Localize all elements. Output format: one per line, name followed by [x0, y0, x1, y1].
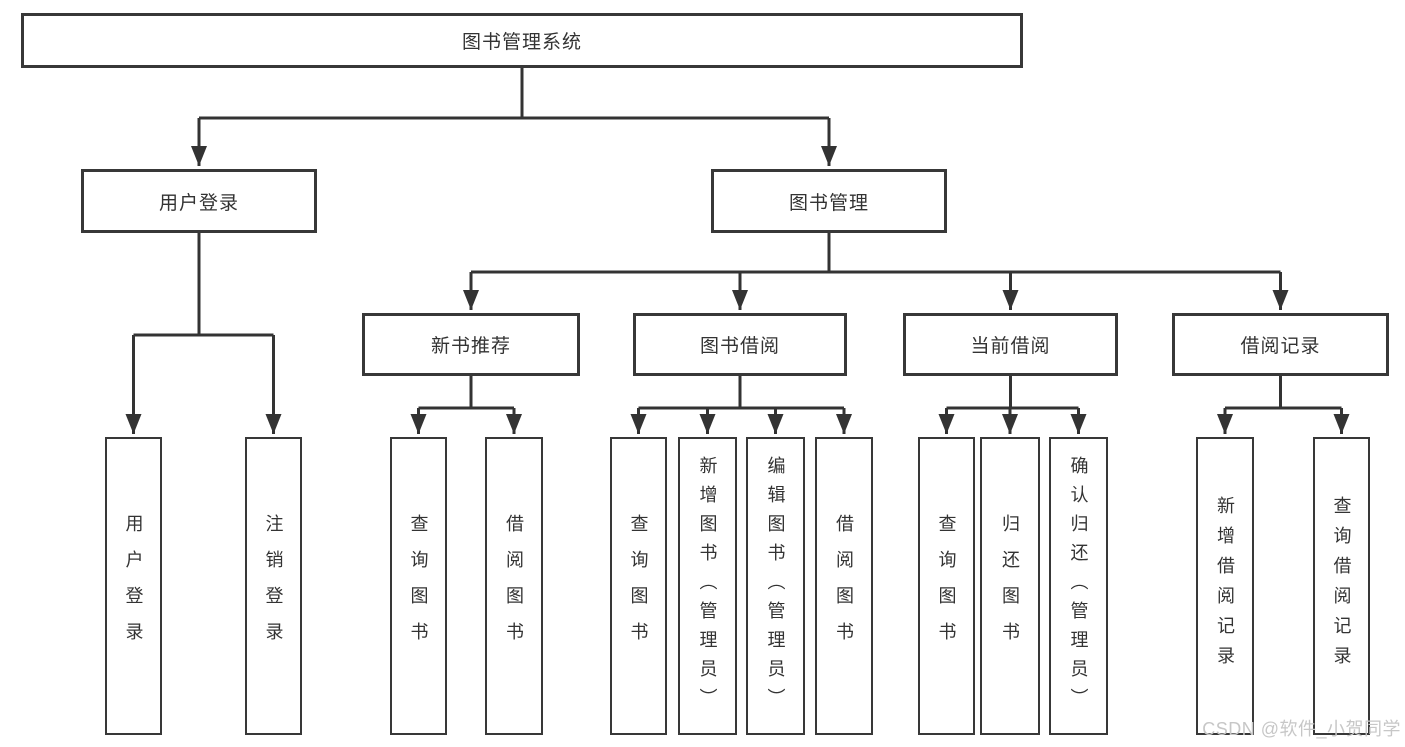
leaf-edit-books-admin-label: 编辑图书（管理员）: [765, 455, 786, 717]
leaf-return-books: 归还图书: [980, 437, 1040, 735]
node-new-book-recommend-label: 新书推荐: [430, 336, 511, 357]
leaf-search-books-recommend: 查询图书: [390, 437, 447, 735]
node-book-borrowing: 图书借阅: [633, 313, 847, 376]
leaf-add-borrow-record-label: 新增借阅记录: [1215, 496, 1235, 676]
leaf-search-books-current-label: 查询图书: [936, 514, 957, 658]
leaf-user-login: 用户登录: [105, 437, 162, 735]
leaf-confirm-return-admin: 确认归还（管理员）: [1049, 437, 1108, 735]
leaf-borrow-books: 借阅图书: [815, 437, 873, 735]
leaf-add-borrow-record: 新增借阅记录: [1196, 437, 1254, 735]
leaf-search-books-current: 查询图书: [918, 437, 975, 735]
leaf-borrow-books-recommend-label: 借阅图书: [504, 514, 524, 658]
leaf-add-books-admin-label: 新增图书（管理员）: [697, 455, 718, 717]
leaf-search-borrow-record-label: 查询借阅记录: [1331, 496, 1352, 676]
node-borrowing-records-label: 借阅记录: [1240, 336, 1321, 357]
leaf-search-books-recommend-label: 查询图书: [408, 514, 429, 658]
leaf-search-books-borrowing-label: 查询图书: [628, 514, 649, 658]
leaf-return-books-label: 归还图书: [1000, 514, 1020, 658]
node-current-borrowing: 当前借阅: [903, 313, 1118, 376]
node-book-management: 图书管理: [711, 169, 947, 233]
csdn-watermark: CSDN @软件_小贺同学: [1202, 719, 1401, 739]
node-book-management-label: 图书管理: [788, 192, 869, 214]
leaf-borrow-books-label: 借阅图书: [834, 514, 854, 658]
node-current-borrowing-label: 当前借阅: [970, 336, 1051, 357]
node-root-label: 图书管理系统: [461, 32, 582, 53]
leaf-add-books-admin: 新增图书（管理员）: [678, 437, 737, 735]
leaf-confirm-return-admin-label: 确认归还（管理员）: [1068, 455, 1089, 717]
leaf-edit-books-admin: 编辑图书（管理员）: [746, 437, 805, 735]
node-borrowing-records: 借阅记录: [1172, 313, 1389, 376]
leaf-user-login-label: 用户登录: [123, 514, 144, 658]
node-user-login: 用户登录: [81, 169, 317, 233]
node-root-library-system: 图书管理系统: [21, 13, 1023, 68]
node-book-borrowing-label: 图书借阅: [699, 336, 780, 357]
leaf-search-books-borrowing: 查询图书: [610, 437, 667, 735]
node-new-book-recommend: 新书推荐: [362, 313, 580, 376]
node-user-login-label: 用户登录: [158, 192, 239, 214]
leaf-search-borrow-record: 查询借阅记录: [1313, 437, 1370, 735]
leaf-borrow-books-recommend: 借阅图书: [485, 437, 543, 735]
leaf-logout: 注销登录: [245, 437, 302, 735]
leaf-logout-label: 注销登录: [263, 514, 284, 658]
